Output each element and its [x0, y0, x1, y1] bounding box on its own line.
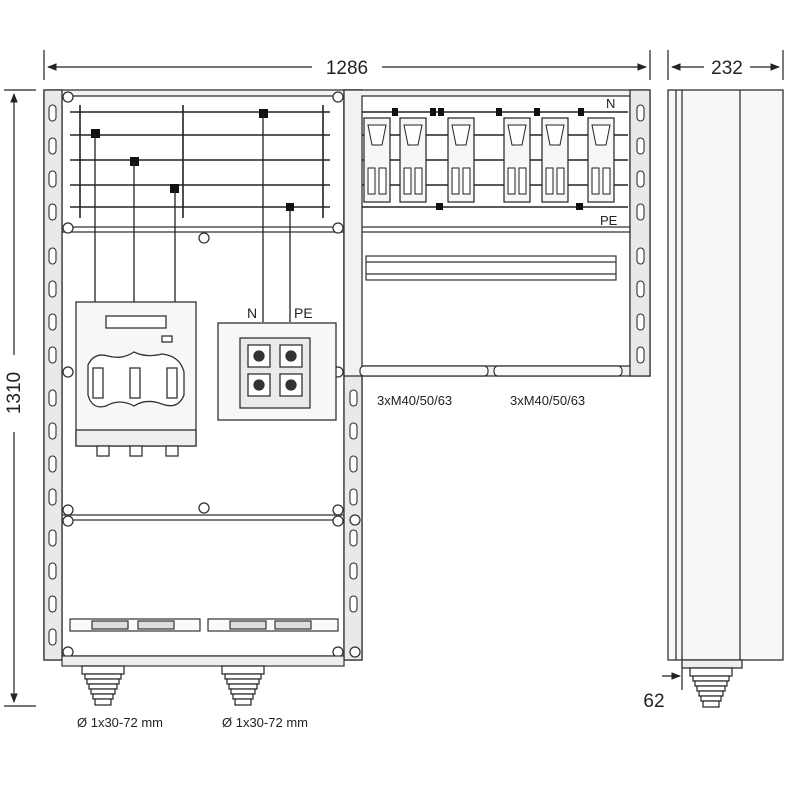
- side-cable-gland: [689, 667, 733, 708]
- cable-entry-2-label: Ø 1x30-72 mm: [222, 715, 308, 730]
- side-view: [667, 89, 784, 669]
- bottom-terminal-rails: [69, 618, 339, 632]
- busbar-n-label: N: [606, 96, 615, 111]
- fuse-switch-details: [367, 124, 611, 195]
- right-rail-slots: [636, 104, 645, 364]
- busbars-left: [70, 105, 330, 218]
- cable-gland-1: [81, 665, 125, 706]
- busbar-pe-label: PE: [600, 213, 618, 228]
- terminal-pe-label: PE: [294, 305, 313, 321]
- din-rail: [365, 255, 617, 281]
- left-rail-slots: [48, 104, 57, 646]
- busbar-connectors: [91, 109, 294, 211]
- fuse-clip-markers: [392, 108, 584, 210]
- terminal-block: [217, 322, 337, 421]
- cable-entry-1-label: Ø 1x30-72 mm: [77, 715, 163, 730]
- left-plinth: [61, 655, 345, 667]
- dimension-lines: [4, 50, 784, 707]
- dimension-height-label: 1310: [4, 372, 25, 414]
- dimension-width-label: 1286: [326, 58, 368, 79]
- right-gland-plates: [359, 365, 623, 377]
- gland-right-1-label: 3xM40/50/63: [377, 393, 452, 408]
- dimension-depth-label: 232: [711, 58, 743, 79]
- cable-gland-2: [221, 665, 265, 706]
- drop-cables: [94, 114, 291, 322]
- terminal-n-label: N: [247, 305, 257, 321]
- gland-right-2-label: 3xM40/50/63: [510, 393, 585, 408]
- dimension-offset-label: 62: [643, 691, 664, 712]
- main-switch-unit: [75, 301, 197, 457]
